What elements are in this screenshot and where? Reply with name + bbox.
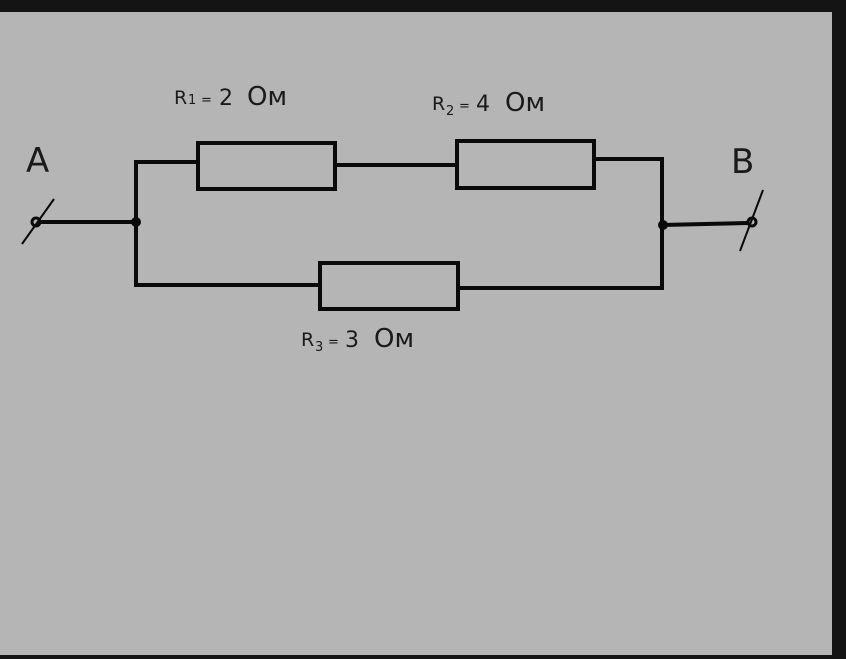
wire-r2-right bbox=[594, 157, 664, 290]
terminal-b-label: B bbox=[731, 142, 754, 182]
label-r2: R 2 = 4 Ом bbox=[432, 88, 545, 119]
svg-text:2: 2 bbox=[219, 86, 233, 111]
resistor-r1 bbox=[196, 141, 337, 191]
svg-text:Ом: Ом bbox=[505, 88, 545, 118]
junction-right bbox=[658, 220, 668, 230]
terminal-a-label: A bbox=[26, 141, 49, 181]
junction-left bbox=[131, 217, 141, 227]
svg-text:R: R bbox=[301, 329, 314, 351]
svg-text:Ом: Ом bbox=[374, 324, 414, 354]
label-r3: R 3 = 3 Ом bbox=[301, 324, 414, 355]
label-r1: R 1 = 2 Ом bbox=[174, 82, 287, 112]
svg-text:=: = bbox=[201, 93, 212, 108]
resistor-r2 bbox=[455, 139, 596, 190]
wire-b-output bbox=[661, 221, 749, 227]
svg-text:3: 3 bbox=[315, 340, 323, 355]
svg-text:Ом: Ом bbox=[247, 82, 287, 112]
svg-text:3: 3 bbox=[345, 328, 359, 353]
resistor-r3 bbox=[318, 261, 460, 311]
diagram-canvas bbox=[0, 12, 832, 655]
svg-text:4: 4 bbox=[476, 92, 490, 117]
svg-text:R: R bbox=[432, 93, 445, 115]
terminal-b-slash bbox=[739, 189, 764, 252]
svg-text:=: = bbox=[328, 335, 339, 350]
svg-text:2: 2 bbox=[446, 104, 454, 119]
terminal-a-slash bbox=[21, 198, 55, 245]
svg-text:R: R bbox=[174, 87, 187, 109]
svg-text:=: = bbox=[459, 99, 470, 114]
svg-text:1: 1 bbox=[188, 93, 196, 108]
